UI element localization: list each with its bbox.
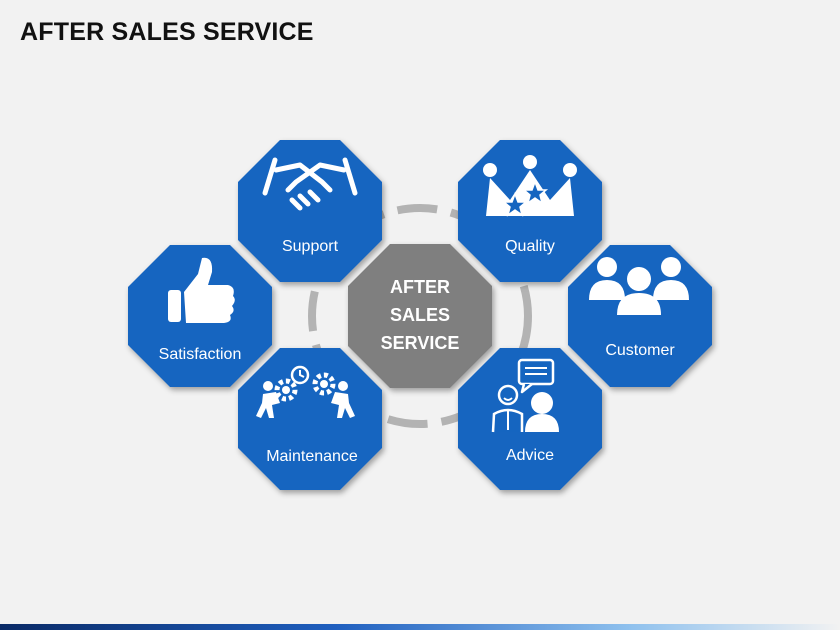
node-maintenance-label: Maintenance bbox=[266, 448, 358, 465]
slide-title: AFTER SALES SERVICE bbox=[20, 18, 314, 46]
node-advice: Advice bbox=[458, 348, 602, 490]
crown-icon bbox=[483, 155, 577, 217]
node-maintenance: Maintenance bbox=[238, 348, 382, 490]
center-label-line-3: SERVICE bbox=[381, 333, 460, 353]
center-label-line-2: SALES bbox=[390, 305, 450, 325]
node-advice-label: Advice bbox=[506, 447, 554, 464]
node-customer: Customer bbox=[568, 245, 712, 387]
handshake-icon bbox=[262, 157, 358, 211]
speech-bubble-person-icon bbox=[491, 358, 559, 433]
thumbs-up-icon bbox=[168, 257, 235, 323]
center-label-line-1: AFTER bbox=[390, 277, 450, 297]
node-support-label: Support bbox=[282, 238, 339, 255]
node-support: Support bbox=[238, 140, 382, 282]
node-quality: Quality bbox=[458, 140, 602, 282]
center-node: AFTER SALES SERVICE bbox=[348, 244, 492, 388]
node-quality-label: Quality bbox=[505, 238, 555, 255]
footer-gradient-bar bbox=[0, 624, 840, 630]
gears-workers-icon bbox=[256, 365, 355, 418]
node-customer-label: Customer bbox=[605, 342, 675, 359]
connector-ring bbox=[308, 204, 532, 428]
node-satisfaction: Satisfaction bbox=[128, 245, 272, 387]
people-group-icon bbox=[589, 257, 689, 315]
node-satisfaction-label: Satisfaction bbox=[159, 346, 242, 363]
